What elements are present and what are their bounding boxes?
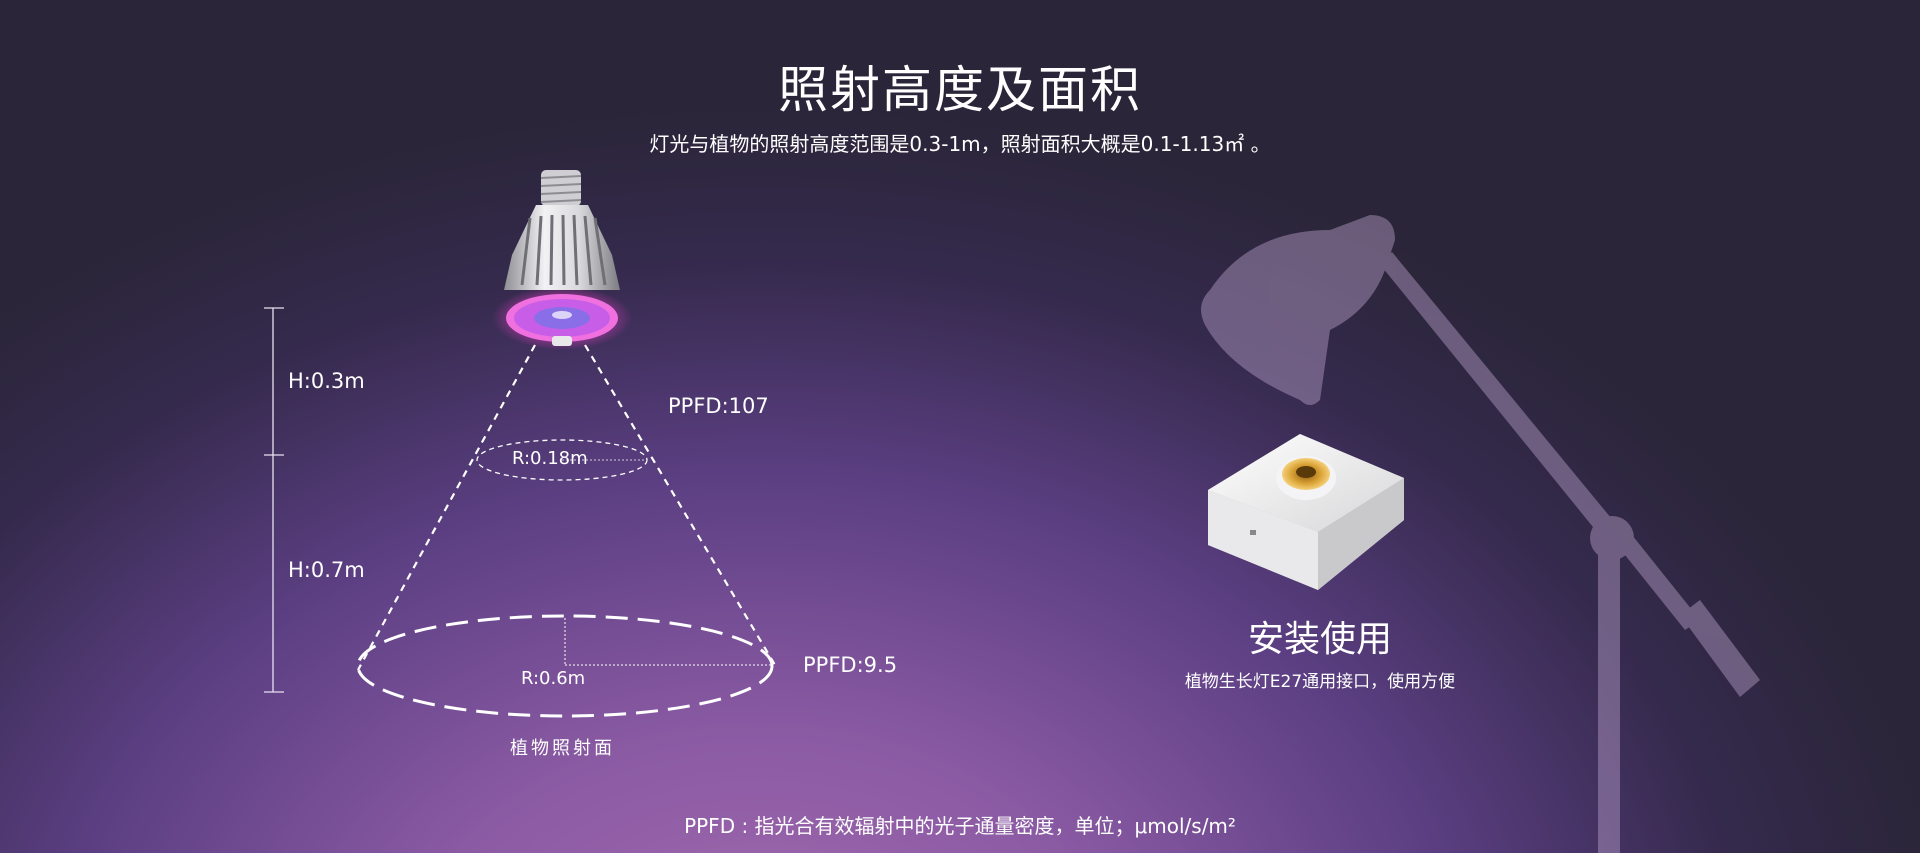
page-subtitle: 灯光与植物的照射高度范围是0.3-1m，照射面积大概是0.1-1.13㎡ 。 bbox=[649, 132, 1271, 156]
lamp-socket-illustration bbox=[1208, 434, 1404, 590]
install-title: 安装使用 bbox=[1247, 619, 1392, 660]
page-title: 照射高度及面积 bbox=[778, 61, 1142, 119]
ppfd-footnote: PPFD : 指光合有效辐射中的光子通量密度，单位；μmol/s/m² bbox=[684, 814, 1236, 838]
desk-lamp-silhouette bbox=[1201, 215, 1760, 853]
radius-lower-label: R:0.6m bbox=[521, 668, 586, 689]
plant-plane-label: 植物照射面 bbox=[510, 738, 615, 759]
ppfd-lower-label: PPFD:9.5 bbox=[803, 653, 898, 677]
lower-coverage-ellipse bbox=[356, 614, 774, 718]
radius-upper-label: R:0.18m bbox=[512, 448, 588, 469]
height-upper-label: H:0.3m bbox=[288, 369, 365, 393]
install-description: 植物生长灯E27通用接口，使用方便 bbox=[1184, 672, 1456, 692]
lower-radius-line bbox=[564, 618, 772, 666]
light-cone bbox=[357, 344, 776, 671]
ppfd-upper-label: PPFD:107 bbox=[668, 394, 769, 418]
upper-coverage-ellipse bbox=[476, 439, 648, 481]
height-lower-label: H:0.7m bbox=[288, 558, 365, 582]
height-scale bbox=[264, 307, 284, 693]
grow-bulb bbox=[492, 170, 632, 350]
